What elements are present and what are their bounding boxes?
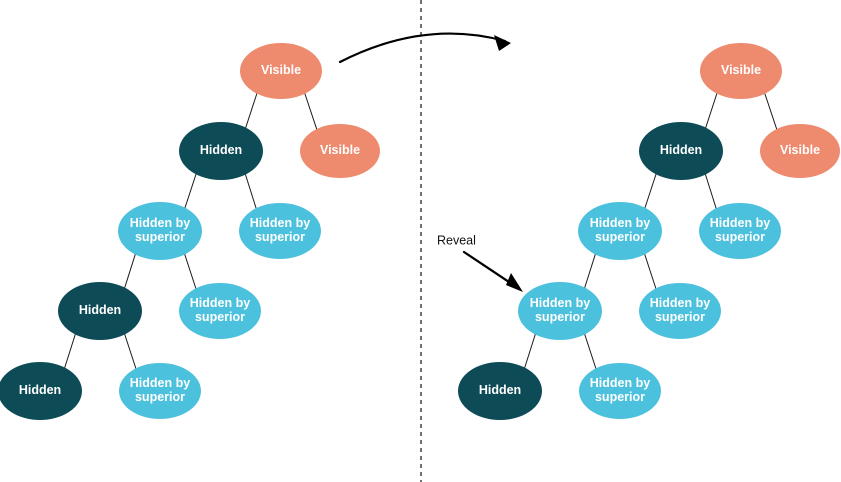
node-ellipse[interactable] [700,43,782,99]
node-label: Hidden [660,143,702,157]
tree-edge [123,333,137,370]
node-ellipse[interactable] [239,203,321,259]
node-ellipse[interactable] [579,363,661,419]
node-ellipse[interactable] [699,203,781,259]
tree-node-hidden[interactable]: Hidden [458,362,542,420]
node-ellipse[interactable] [518,282,602,340]
transform-arrow [338,32,511,64]
tree-edge [304,92,318,131]
node-label: Visible [721,63,761,77]
tree-node-visible[interactable]: Visible [760,124,840,178]
tree-node-hidden[interactable]: Hidden [58,282,142,340]
node-label: Hidden [200,143,242,157]
tree-node-hidden[interactable]: Hidden [639,122,723,180]
tree-edge [63,333,77,369]
node-ellipse[interactable] [300,124,380,178]
tree-edge [244,173,257,210]
before-tree-edges [63,92,318,370]
after-tree-edges [523,92,778,370]
node-ellipse[interactable] [179,283,261,339]
node-ellipse[interactable] [639,122,723,180]
tree-edge [123,253,137,289]
tree-edge [183,253,197,290]
tree-edge [244,92,258,129]
node-ellipse[interactable] [458,362,542,420]
node-ellipse[interactable] [118,202,202,260]
tree-edge [704,92,718,129]
tree-node-hidden[interactable]: Hidden [179,122,263,180]
tree-edge [583,253,597,289]
node-ellipse[interactable] [578,202,662,260]
node-label: Hidden [19,383,61,397]
node-ellipse[interactable] [760,124,840,178]
tree-node-visible[interactable]: Visible [300,124,380,178]
tree-edge [644,173,657,209]
node-ellipse[interactable] [639,283,721,339]
tree-node-visible[interactable]: Visible [240,43,322,99]
reveal-label: Reveal [437,233,476,247]
node-ellipse[interactable] [119,363,201,419]
tree-node-visible[interactable]: Visible [700,43,782,99]
node-label: Hidden [79,303,121,317]
tree-edge [523,333,537,369]
node-label: Hidden [479,383,521,397]
node-label: Visible [320,143,360,157]
node-ellipse[interactable] [0,362,82,420]
node-label: Visible [780,143,820,157]
reveal-annotation: Reveal [437,233,523,292]
tree-node-hidden[interactable]: Hidden [0,362,82,420]
tree-edge [704,173,717,210]
tree-edge [583,333,597,370]
tree-edge [643,253,657,290]
node-ellipse[interactable] [58,282,142,340]
node-ellipse[interactable] [240,43,322,99]
node-ellipse[interactable] [179,122,263,180]
tree-edge [764,92,778,131]
node-label: Visible [261,63,301,77]
tree-edge [184,173,197,209]
